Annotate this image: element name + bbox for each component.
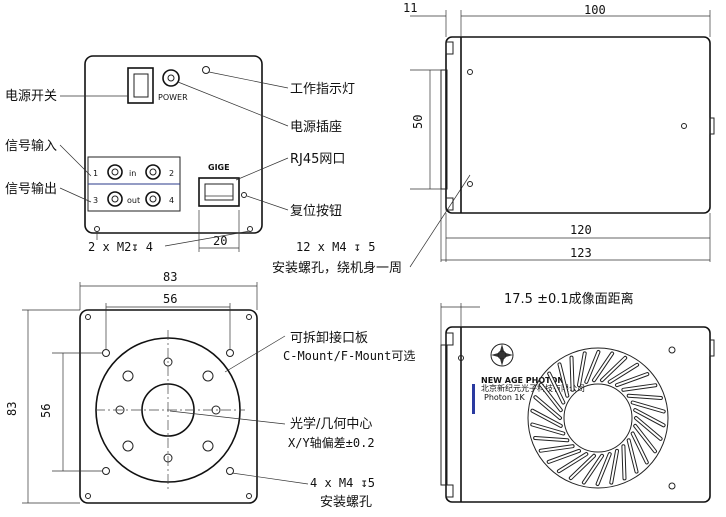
fan-slot-inner <box>601 356 627 382</box>
side-view-2: NEW AGE PHOTON 北京新纪元光子科技有限公司 Photon 1K 1… <box>440 291 715 503</box>
label-m4-front: 4 x M4 ↧5 <box>310 476 375 490</box>
front-callouts: 可拆卸接口板 C-Mount/F-Mount可选 光学/几何中心 X/Y轴偏差±… <box>169 330 415 510</box>
bnc-connector-1 <box>107 164 123 180</box>
dim-83-side: 83 <box>5 402 19 416</box>
fan-slot-inner <box>627 394 662 399</box>
bnc-connector-2 <box>145 164 161 180</box>
side-body <box>445 36 711 214</box>
label-optical: 光学/几何中心 <box>290 416 372 432</box>
label-signal-out: 信号输出 <box>5 181 57 197</box>
svg-text:2: 2 <box>169 169 174 178</box>
fan-slot-inner <box>627 439 638 473</box>
label-work-led: 工作指示灯 <box>290 82 355 97</box>
dim-20: 20 <box>213 234 227 248</box>
front-body <box>79 309 258 504</box>
dim-56-side: 56 <box>39 404 53 418</box>
rear-body <box>84 55 263 234</box>
fan-slot-inner <box>582 454 603 484</box>
side-view: 11 100 50 120 123 <box>403 1 715 262</box>
brand-name: NEW AGE PHOTON <box>481 376 564 385</box>
side2-body <box>445 326 711 503</box>
brand-sub: 北京新纪元光子科技有限公司 <box>481 383 585 393</box>
bnc-connector-3 <box>107 191 123 207</box>
rear-view: POWER 1 in 2 3 out 4 GIGE 20 <box>84 55 263 252</box>
brand-model: Photon 1K <box>484 393 526 402</box>
dim-50: 50 <box>411 115 425 129</box>
fan-slot-inner <box>578 352 586 387</box>
label-reset: 复位按钮 <box>290 204 342 219</box>
label-power-socket: 电源插座 <box>290 120 342 135</box>
fan-slot-inner <box>547 449 580 463</box>
dim-120: 120 <box>570 223 592 237</box>
svg-text:out: out <box>127 196 140 205</box>
label-optical-sub: X/Y轴偏差±0.2 <box>288 435 375 450</box>
fan-slot-inner <box>596 453 611 485</box>
fan-slot-inner <box>631 432 648 464</box>
fan-slot-inner <box>540 383 562 412</box>
fan-slot-inner <box>558 363 569 397</box>
label-rj45: RJ45网口 <box>290 152 345 167</box>
power-label: POWER <box>158 93 188 102</box>
power-switch <box>127 67 154 104</box>
rear-callouts: 电源开关 信号输入 信号输出 工作指示灯 电源插座 RJ45网口 复位按钮 2 … <box>5 71 471 276</box>
fan-slot-inner <box>557 453 588 473</box>
dim-83-top: 83 <box>163 270 177 284</box>
fan-slot-inner <box>569 454 595 480</box>
label-signal-in: 信号输入 <box>5 138 57 154</box>
rj45-port <box>198 177 240 207</box>
svg-text:in: in <box>129 169 136 178</box>
label-mount: 可拆卸接口板 <box>290 330 368 346</box>
fan-grille <box>527 347 669 489</box>
fan-slot-inner <box>570 356 574 391</box>
label-mount-sub: C-Mount/F-Mount可选 <box>283 349 415 363</box>
fan-slot-inner <box>635 417 662 440</box>
fan-slot-inner <box>534 396 561 419</box>
brand-logo-icon <box>490 343 514 367</box>
svg-text:3: 3 <box>93 196 98 205</box>
label-m2: 2 x M2↧ 4 <box>88 240 153 254</box>
label-m4-install: 12 x M4 ↧ 5 <box>296 240 375 254</box>
fan-slot-inner <box>622 384 657 391</box>
fan-slot-inner <box>608 363 639 383</box>
bnc-connector-4 <box>145 191 161 207</box>
svg-text:1: 1 <box>93 169 98 178</box>
fan-slot-inner <box>531 409 562 427</box>
work-led <box>202 66 210 74</box>
fan-slot-inner <box>634 424 656 453</box>
brand-stripe <box>472 384 475 414</box>
fan-slot-inner <box>616 373 649 387</box>
fan-slot-inner <box>622 445 626 480</box>
label-power-switch: 电源开关 <box>5 89 57 104</box>
svg-text:4: 4 <box>169 196 174 205</box>
power-socket <box>162 69 180 87</box>
label-m4-install-desc: 安装螺孔，绕机身一周 <box>272 260 402 276</box>
dim-123: 123 <box>570 246 592 260</box>
fan-slot-inner <box>631 401 665 413</box>
fan-slot-inner <box>634 409 665 427</box>
fan-slot-inner <box>610 449 618 484</box>
reset-button <box>241 192 247 198</box>
fan-slot-inner <box>531 423 565 435</box>
label-m4-front-desc: 安装螺孔 <box>320 495 372 510</box>
fan-slot-inner <box>585 351 600 383</box>
fan-slot-inner <box>593 352 614 382</box>
dim-100: 100 <box>584 3 606 17</box>
dim-11: 11 <box>403 1 417 15</box>
fan-slot-inner <box>548 372 565 404</box>
front-view: 83 56 83 56 <box>5 270 258 504</box>
label-flange: 17.5 ±0.1成像面距离 <box>504 291 634 307</box>
side-mount-plate <box>440 69 448 190</box>
dim-56-top: 56 <box>163 292 177 306</box>
gige-label: GIGE <box>208 163 230 172</box>
fan-slot-inner <box>534 437 569 442</box>
fan-slot-inner <box>539 445 574 452</box>
